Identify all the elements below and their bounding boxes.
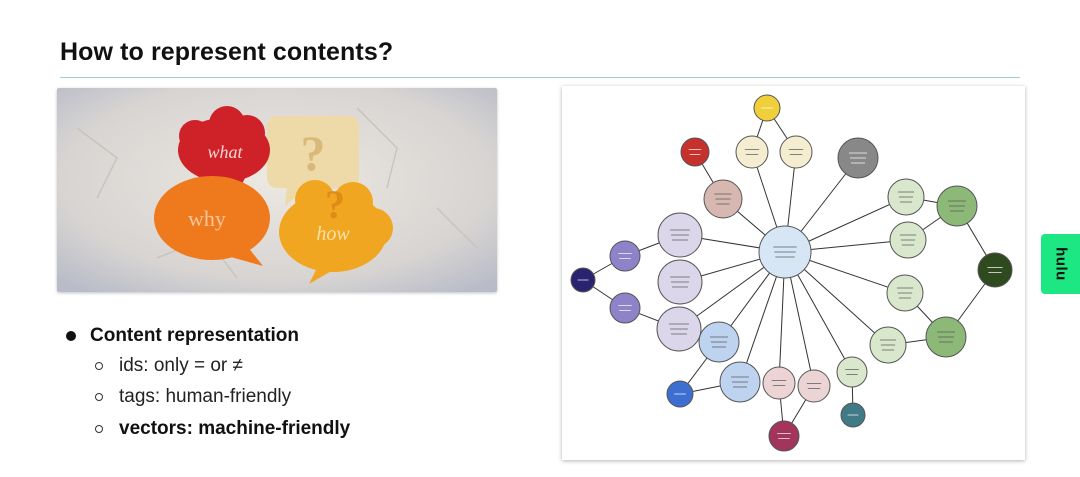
gold-how-bubble: ? how xyxy=(279,180,393,284)
graph-node xyxy=(869,326,907,364)
graph-node xyxy=(797,369,831,403)
graph-node xyxy=(977,252,1013,288)
graph-node xyxy=(886,274,924,312)
hulu-logo-text: hulu xyxy=(1052,247,1069,281)
hollow-bullet-icon xyxy=(95,424,103,433)
graph-node xyxy=(762,366,796,400)
red-what-bubble: what xyxy=(178,106,270,194)
hollow-bullet-icon xyxy=(95,361,103,370)
graph-node xyxy=(753,94,781,122)
sub-bullet-tags: tags: human-friendly xyxy=(66,382,350,414)
bullet-main: Content representation xyxy=(66,322,350,350)
graph-node xyxy=(719,361,761,403)
graph-node xyxy=(703,179,743,219)
sub-bullet-text: ids: only = or ≠ xyxy=(119,354,243,376)
graph-node xyxy=(758,225,812,279)
bullet-dot-icon xyxy=(66,331,76,341)
graph-node xyxy=(609,292,641,324)
graph-node xyxy=(936,185,978,227)
why-bubble-text: why xyxy=(188,206,226,231)
slide-title: How to represent contents? xyxy=(60,38,394,66)
sub-bullet-text: tags: human-friendly xyxy=(119,386,292,408)
hollow-bullet-icon xyxy=(95,393,103,402)
graph-node xyxy=(887,178,925,216)
sub-bullet-text: vectors: machine-friendly xyxy=(119,417,351,439)
graph-node xyxy=(570,267,596,293)
graph-node xyxy=(698,321,740,363)
graph-node xyxy=(837,137,879,179)
graph-node xyxy=(925,316,967,358)
tan-bubble-text: ? xyxy=(301,125,326,181)
content-graph-diagram xyxy=(562,86,1025,460)
bullet-list: Content representation ids: only = or ≠ … xyxy=(66,322,350,445)
graph-node xyxy=(657,212,703,258)
title-divider xyxy=(60,77,1020,78)
how-bubble-text: how xyxy=(316,223,350,245)
what-bubble-text: what xyxy=(207,142,243,162)
graph-node xyxy=(666,380,694,408)
graph-node xyxy=(889,221,927,259)
sub-bullet-vectors: vectors: machine-friendly xyxy=(66,413,350,445)
graph-node xyxy=(656,306,702,352)
orange-why-bubble: why xyxy=(154,176,270,266)
question-bubbles-photo: ? what why ? how xyxy=(57,88,497,292)
graph-node xyxy=(768,420,800,452)
sub-bullet-ids: ids: only = or ≠ xyxy=(66,350,350,382)
graph-node xyxy=(657,259,703,305)
hulu-badge[interactable]: hulu xyxy=(1041,234,1080,294)
bullet-main-text: Content representation xyxy=(90,325,300,346)
svg-text:?: ? xyxy=(325,182,345,227)
graph-node xyxy=(836,356,868,388)
graph-node xyxy=(840,402,866,428)
graph-node xyxy=(609,240,641,272)
graph-node xyxy=(779,135,813,169)
graph-node xyxy=(735,135,769,169)
graph-node xyxy=(680,137,710,167)
